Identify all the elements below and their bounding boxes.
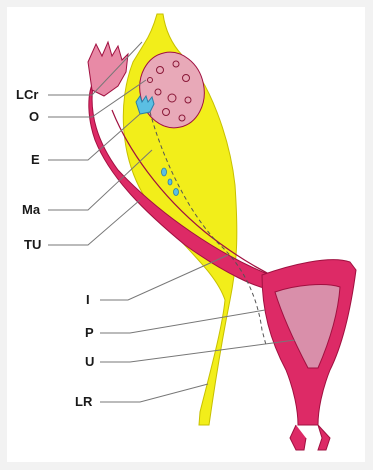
label-e: E (31, 153, 40, 167)
leader-tu (48, 200, 140, 245)
label-lr: LR (75, 395, 92, 409)
leader-p (100, 310, 265, 333)
label-tu: TU (24, 238, 41, 252)
label-u: U (85, 355, 94, 369)
leader-lr (100, 384, 208, 402)
label-i: I (86, 293, 90, 307)
fimbriae (88, 42, 128, 96)
label-p: P (85, 326, 94, 340)
label-ma: Ma (22, 203, 40, 217)
label-o: O (29, 110, 39, 124)
cervix (290, 425, 330, 450)
label-lcr: LCr (16, 88, 38, 102)
